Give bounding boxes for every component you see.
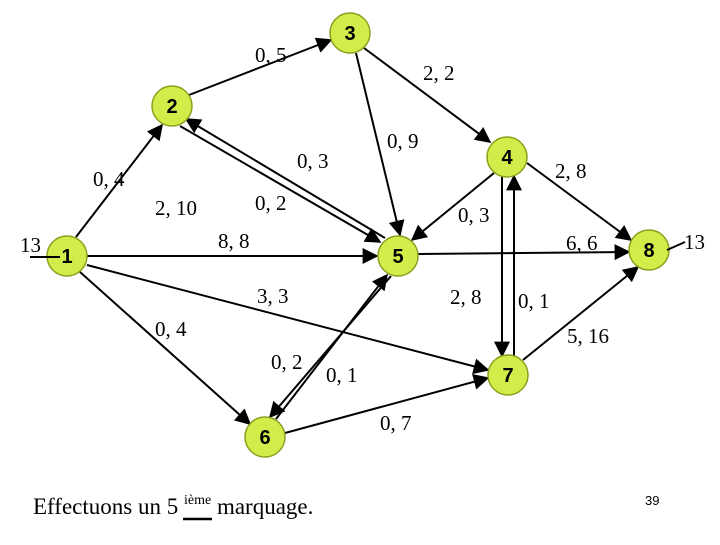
edge-label-5-to-8: 6, 6 — [566, 231, 598, 255]
node-label-6: 6 — [259, 427, 270, 449]
edge-4-to-8 — [526, 162, 633, 241]
edge-1-to-2 — [75, 123, 163, 238]
edge-5-to-6 — [268, 275, 392, 419]
edge-label-1-to-6: 0, 4 — [155, 317, 187, 341]
edge-label-7-to-4: 2, 8 — [450, 285, 482, 309]
sink-flow-line — [666, 241, 686, 251]
edge-label-4-to-7: 0, 1 — [518, 289, 550, 313]
edge-7-to-8 — [522, 265, 640, 361]
node-label-1: 1 — [61, 246, 72, 268]
node-label-2: 2 — [166, 96, 177, 118]
node-label-3: 3 — [344, 23, 355, 45]
edge-label-1-to-5: 2, 10 — [155, 196, 197, 220]
edge-labels-layer: 0, 40, 52, 20, 90, 30, 28, 80, 32, 80, 1… — [93, 43, 609, 435]
edge-6-to-5 — [275, 273, 388, 420]
node-label-5: 5 — [392, 246, 403, 268]
node-label-8: 8 — [643, 240, 654, 262]
edge-3-to-4 — [363, 47, 492, 143]
sink-flow-value: 13 — [684, 230, 705, 254]
edge-label-4-to-8: 2, 8 — [555, 159, 587, 183]
edge-label-1-to-2: 0, 4 — [93, 167, 125, 191]
edge-label-7-to-8: 5, 16 — [567, 324, 609, 348]
edge-label-2-to-5: 0, 2 — [255, 191, 287, 215]
edge-6-to-7 — [284, 374, 490, 434]
edge-3-to-5 — [355, 52, 405, 237]
node-3 — [329, 12, 371, 54]
edge-label-1-to-5: 8, 8 — [218, 229, 250, 253]
edge-label-3-to-4: 2, 2 — [423, 61, 455, 85]
caption-superscript: ième — [184, 493, 211, 508]
edge-5-to-8 — [417, 244, 631, 261]
edge-label-4-to-5: 0, 3 — [458, 203, 490, 227]
node-5 — [377, 235, 419, 277]
caption: Effectuons un 5 ième marquage. — [33, 484, 313, 519]
node-label-7: 7 — [502, 365, 513, 387]
node-4 — [486, 136, 528, 178]
edge-label-1-to-7: 3, 3 — [257, 284, 289, 308]
node-2 — [151, 85, 193, 127]
caption-suffix: marquage. — [217, 494, 313, 519]
source-flow-value: 13 — [20, 233, 41, 257]
edge-1-to-6 — [79, 271, 252, 426]
nodes-layer: 1 2 3 4 5 6 7 8 — [46, 12, 670, 458]
node-6 — [244, 416, 286, 458]
edge-2-to-5 — [179, 125, 382, 243]
caption-prefix: Effectuons un 5 — [33, 494, 178, 519]
page-number: 39 — [645, 493, 659, 508]
edges-layer — [75, 37, 640, 434]
edge-5-to-2 — [184, 118, 386, 239]
edge-label-5-to-6: 0, 2 — [271, 350, 303, 374]
node-label-4: 4 — [501, 147, 513, 169]
edge-label-6-to-7: 0, 7 — [380, 411, 412, 435]
node-7 — [487, 354, 529, 396]
edge-1-to-7 — [86, 264, 490, 375]
edge-2-to-3 — [188, 37, 333, 96]
edge-4-to-5 — [410, 172, 495, 242]
edge-label-6-to-5: 0, 1 — [326, 363, 358, 387]
edge-label-2-to-3: 0, 5 — [255, 43, 287, 67]
edge-label-3-to-5: 0, 9 — [387, 129, 419, 153]
edge-label-5-to-2: 0, 3 — [297, 149, 329, 173]
